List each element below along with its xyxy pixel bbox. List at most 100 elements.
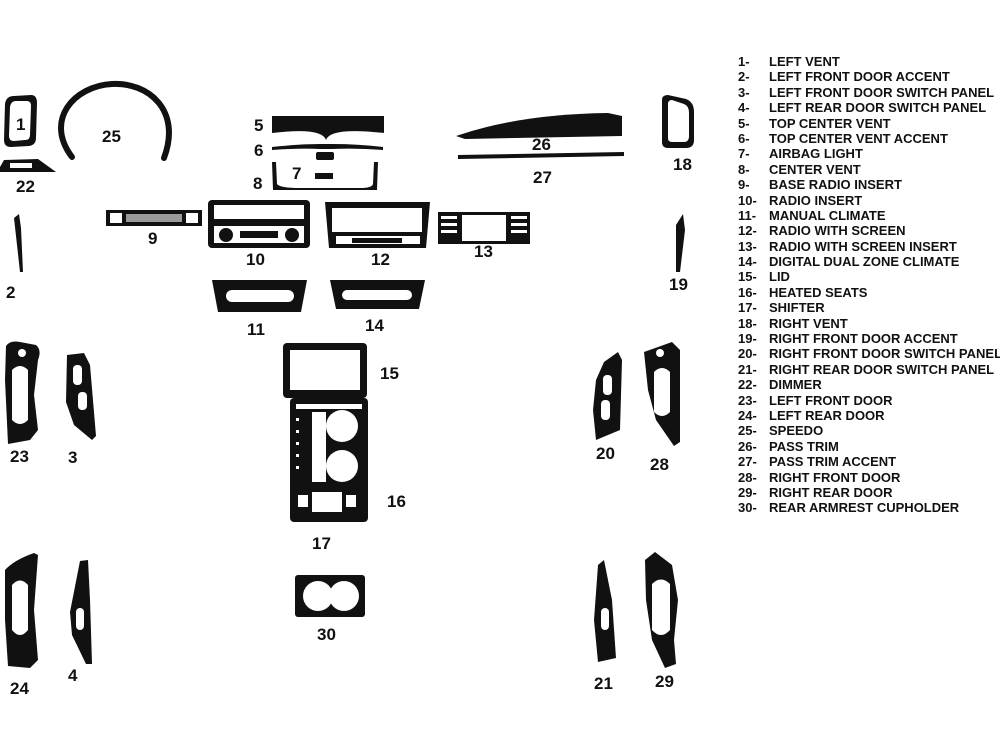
legend-label: RADIO WITH SCREEN xyxy=(769,223,906,239)
radio-with-screen-part xyxy=(325,202,430,248)
right-front-door-accent-part xyxy=(676,214,685,272)
legend-number: 25- xyxy=(738,423,757,439)
legend-item: 27- PASS TRIM ACCENT xyxy=(738,454,1000,469)
legend-label: PASS TRIM xyxy=(769,438,839,454)
left-vent-part xyxy=(4,95,37,147)
legend-item: 29-RIGHT REAR DOOR xyxy=(738,485,1000,500)
legend-number: 6- xyxy=(738,130,750,146)
left-front-door-accent-part xyxy=(14,214,23,272)
rear-armrest-cupholder-part xyxy=(295,575,365,617)
legend-label: LEFT VENT xyxy=(769,54,840,69)
legend-number: 29- xyxy=(738,484,757,500)
legend-number: 27- xyxy=(738,454,757,470)
callout-30: 30 xyxy=(317,625,336,644)
legend-item: 21- RIGHT REAR DOOR SWITCH PANEL xyxy=(738,362,1000,377)
legend-number: 21- xyxy=(738,361,757,377)
legend-item: 9-BASE RADIO INSERT xyxy=(738,177,1000,192)
legend-number: 30- xyxy=(738,500,757,516)
right-rear-door-switch-panel-part xyxy=(594,560,616,662)
callout-10: 10 xyxy=(246,250,265,269)
legend-number: 22- xyxy=(738,377,757,393)
top-center-vent-part xyxy=(272,116,384,140)
legend-item: 6- TOP CENTER VENT ACCENT xyxy=(738,131,1000,146)
callout-5: 5 xyxy=(254,116,264,135)
legend-label: LEFT FRONT DOOR xyxy=(769,392,893,408)
callout-1: 1 xyxy=(16,115,26,134)
legend-number: 19- xyxy=(738,331,757,347)
legend-item: 8- CENTER VENT xyxy=(738,162,1000,177)
callout-13: 13 xyxy=(474,242,493,261)
legend-item: 19- RIGHT FRONT DOOR ACCENT xyxy=(738,331,1000,346)
legend-item: 10- RADIO INSERT xyxy=(738,193,1000,208)
callout-18: 18 xyxy=(673,155,692,174)
legend-item: 20-RIGHT FRONT DOOR SWITCH PANEL xyxy=(738,346,1000,361)
legend-number: 18- xyxy=(738,315,757,331)
left-rear-door-part xyxy=(5,553,38,668)
callout-11: 11 xyxy=(247,320,265,339)
legend-number: 16- xyxy=(738,284,757,300)
callout-4: 4 xyxy=(68,666,78,685)
legend-item: 25-SPEEDO xyxy=(738,423,1000,438)
legend-number: 14- xyxy=(738,254,757,270)
legend-item: 2-LEFT FRONT DOOR ACCENT xyxy=(738,69,1000,84)
callout-24: 24 xyxy=(10,679,29,698)
legend-label: LID xyxy=(769,269,790,285)
right-front-door-part xyxy=(644,342,680,446)
legend-item: 7- AIRBAG LIGHT xyxy=(738,146,1000,161)
legend-item: 12- RADIO WITH SCREEN xyxy=(738,223,1000,238)
legend-label: TOP CENTER VENT ACCENT xyxy=(769,130,948,146)
legend-item: 3-LEFT FRONT DOOR SWITCH PANEL xyxy=(738,85,1000,100)
legend-label: RIGHT FRONT DOOR ACCENT xyxy=(769,331,958,347)
legend-item: 26-PASS TRIM xyxy=(738,439,1000,454)
dimmer-part xyxy=(0,159,56,172)
pass-trim-part xyxy=(456,113,622,139)
callout-12: 12 xyxy=(371,250,390,269)
callout-7: 7 xyxy=(292,164,302,183)
legend-label: CENTER VENT xyxy=(769,161,861,177)
legend-label: RIGHT VENT xyxy=(769,315,848,331)
legend-number: 20- xyxy=(738,346,757,362)
legend-label: RIGHT REAR DOOR SWITCH PANEL xyxy=(769,361,995,377)
legend-label: RADIO INSERT xyxy=(769,192,863,208)
right-front-door-switch-panel-part xyxy=(593,352,622,440)
legend-number: 23- xyxy=(738,392,757,408)
base-radio-insert-part xyxy=(106,210,202,226)
callout-27: 27 xyxy=(533,168,552,187)
legend-item: 13-RADIO WITH SCREEN INSERT xyxy=(738,239,1000,254)
legend-number: 2- xyxy=(738,69,750,85)
legend-number: 8- xyxy=(738,161,750,177)
legend-label: AIRBAG LIGHT xyxy=(769,146,863,162)
legend-label: DIMMER xyxy=(769,377,822,393)
legend-item: 18- RIGHT VENT xyxy=(738,316,1000,331)
callout-19: 19 xyxy=(669,275,688,294)
legend-number: 1- xyxy=(738,54,750,69)
legend-number: 11- xyxy=(738,207,757,223)
callout-28: 28 xyxy=(650,455,669,474)
legend-number: 4- xyxy=(738,100,750,116)
legend-label: RIGHT FRONT DOOR xyxy=(769,469,901,485)
legend-item: 1- LEFT VENT xyxy=(738,54,1000,69)
callout-16: 16 xyxy=(387,492,406,511)
legend-number: 10- xyxy=(738,192,757,208)
callout-17: 17 xyxy=(312,534,331,553)
center-console-part xyxy=(283,343,368,522)
legend-number: 7- xyxy=(738,146,750,162)
callout-14: 14 xyxy=(365,316,384,335)
legend-number: 12- xyxy=(738,223,757,239)
legend-number: 13- xyxy=(738,238,757,254)
legend-number: 3- xyxy=(738,84,750,100)
legend-label: REAR ARMREST CUPHOLDER xyxy=(769,500,960,516)
legend-label: PASS TRIM ACCENT xyxy=(769,454,897,470)
left-rear-door-switch-panel-part xyxy=(70,560,92,664)
callout-3: 3 xyxy=(68,448,78,467)
legend-item: 28-RIGHT FRONT DOOR xyxy=(738,470,1000,485)
radio-with-screen-insert-part xyxy=(438,212,530,244)
callout-22: 22 xyxy=(16,177,35,196)
legend-number: 5- xyxy=(738,115,750,131)
callout-20: 20 xyxy=(596,444,615,463)
legend-label: TOP CENTER VENT xyxy=(769,115,891,131)
legend-label: BASE RADIO INSERT xyxy=(769,177,902,193)
